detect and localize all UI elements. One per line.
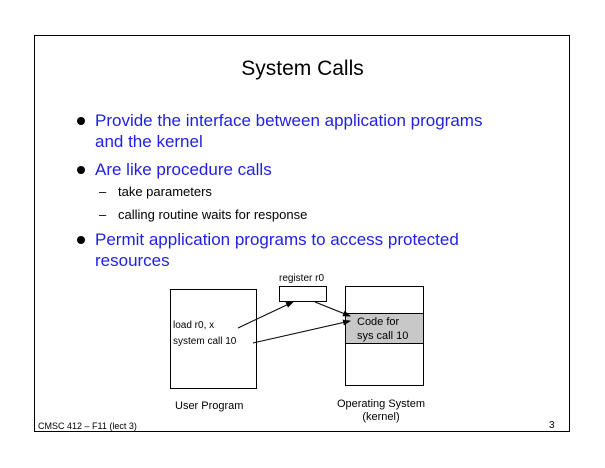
os-code-line: Code for	[357, 316, 400, 328]
bullet-line: Provide the interface between applicatio…	[95, 111, 483, 130]
bullet-dot	[77, 166, 85, 174]
subbullet-dash: –	[99, 184, 107, 199]
register-box	[279, 286, 327, 302]
os-label-line: (kernel)	[362, 411, 400, 423]
footer-page-number: 3	[549, 420, 555, 431]
slide-frame	[34, 35, 570, 432]
user-code-line: system call 10	[173, 336, 237, 347]
os-code-box: Code for sys call 10	[345, 313, 424, 344]
subbullet-dash: –	[99, 207, 107, 222]
bullet-dot	[77, 236, 85, 244]
os-code-line: sys call 10	[357, 330, 409, 342]
os-label: Operating System (kernel)	[322, 398, 440, 424]
bullet-line: resources	[95, 251, 170, 270]
bullet-dot	[77, 117, 85, 125]
bullet-line: and the kernel	[95, 132, 203, 151]
arrow-syscall-to-os-code	[252, 319, 351, 344]
os-label-line: Operating System	[336, 398, 426, 410]
slide-title: System Calls	[241, 57, 364, 80]
bullet-line: Permit application programs to access pr…	[95, 230, 459, 249]
user-program-box	[170, 289, 257, 389]
subbullet-text: calling routine waits for response	[118, 207, 308, 222]
footer-course: CMSC 412 – F11 (lect 3)	[38, 421, 137, 431]
bullet-line: Are like procedure calls	[95, 160, 272, 179]
arrow-load-to-register	[237, 301, 294, 329]
register-label: register r0	[279, 273, 325, 284]
subbullet-text: take parameters	[118, 184, 212, 199]
user-program-label: User Program	[175, 400, 244, 412]
arrow-register-to-os-code	[314, 301, 351, 317]
user-code-line: load r0, x	[173, 320, 215, 331]
